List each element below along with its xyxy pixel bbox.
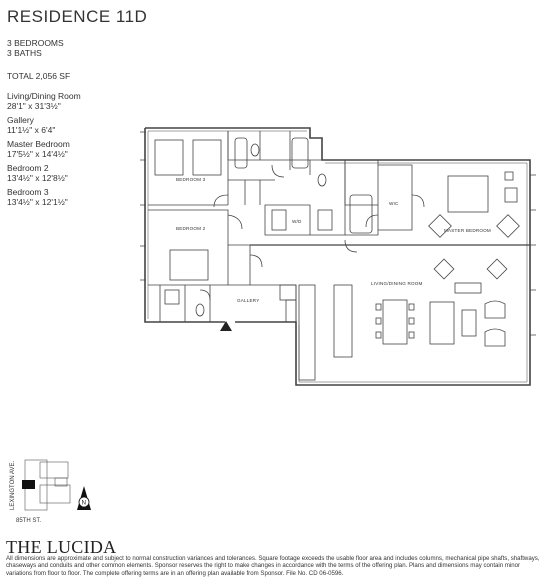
- room-size-master: 17'5½" x 14'4½": [7, 148, 68, 159]
- room-size-bedroom3: 13'4½" x 12'1½": [7, 196, 68, 207]
- unit-location-marker: [22, 480, 35, 489]
- svg-text:N: N: [82, 501, 86, 507]
- label-bedroom3: BEDROOM 3: [176, 177, 206, 182]
- room-count: 3 BEDROOMS 3 BATHS: [7, 38, 64, 58]
- brand-name: THE LUCIDA: [6, 537, 117, 557]
- room-size-gallery: 11'1½" x 6'4": [7, 124, 56, 135]
- room-name-bedroom2: Bedroom 2: [7, 163, 49, 173]
- north-arrow-icon: N: [77, 486, 91, 510]
- total-area: TOTAL 2,056 SF: [7, 71, 71, 81]
- bath-count: 3 BATHS: [7, 47, 42, 58]
- residence-title: RESIDENCE 11D: [7, 7, 148, 26]
- room-name-living: Living/Dining Room: [7, 91, 81, 101]
- entry-arrow-icon: [220, 321, 232, 331]
- label-living: LIVING/DINING ROOM: [371, 281, 423, 286]
- room-size-bedroom2: 13'4½" x 12'8½": [7, 172, 68, 183]
- label-wic: WIC: [389, 201, 399, 206]
- room-name-gallery: Gallery: [7, 115, 34, 125]
- room-name-master: Master Bedroom: [7, 139, 70, 149]
- street-85th: 85TH ST.: [16, 518, 41, 524]
- label-wd: W/D: [292, 219, 302, 224]
- key-plan: LEXINGTON AVE. 85TH ST. N: [10, 459, 91, 524]
- label-bedroom2: BEDROOM 2: [176, 226, 206, 231]
- bedroom-count: 3 BEDROOMS: [7, 38, 64, 48]
- street-lexington: LEXINGTON AVE.: [10, 461, 16, 510]
- room-size-living: 28'1" x 31'3½": [7, 100, 61, 111]
- room-dimensions: Living/Dining Room 28'1" x 31'3½" Galler…: [7, 91, 81, 207]
- label-gallery: GALLERY: [237, 298, 260, 303]
- room-name-bedroom3: Bedroom 3: [7, 187, 49, 197]
- disclaimer: All dimensions are approximate and subje…: [6, 555, 540, 577]
- label-master: MASTER BEDROOM: [444, 228, 491, 233]
